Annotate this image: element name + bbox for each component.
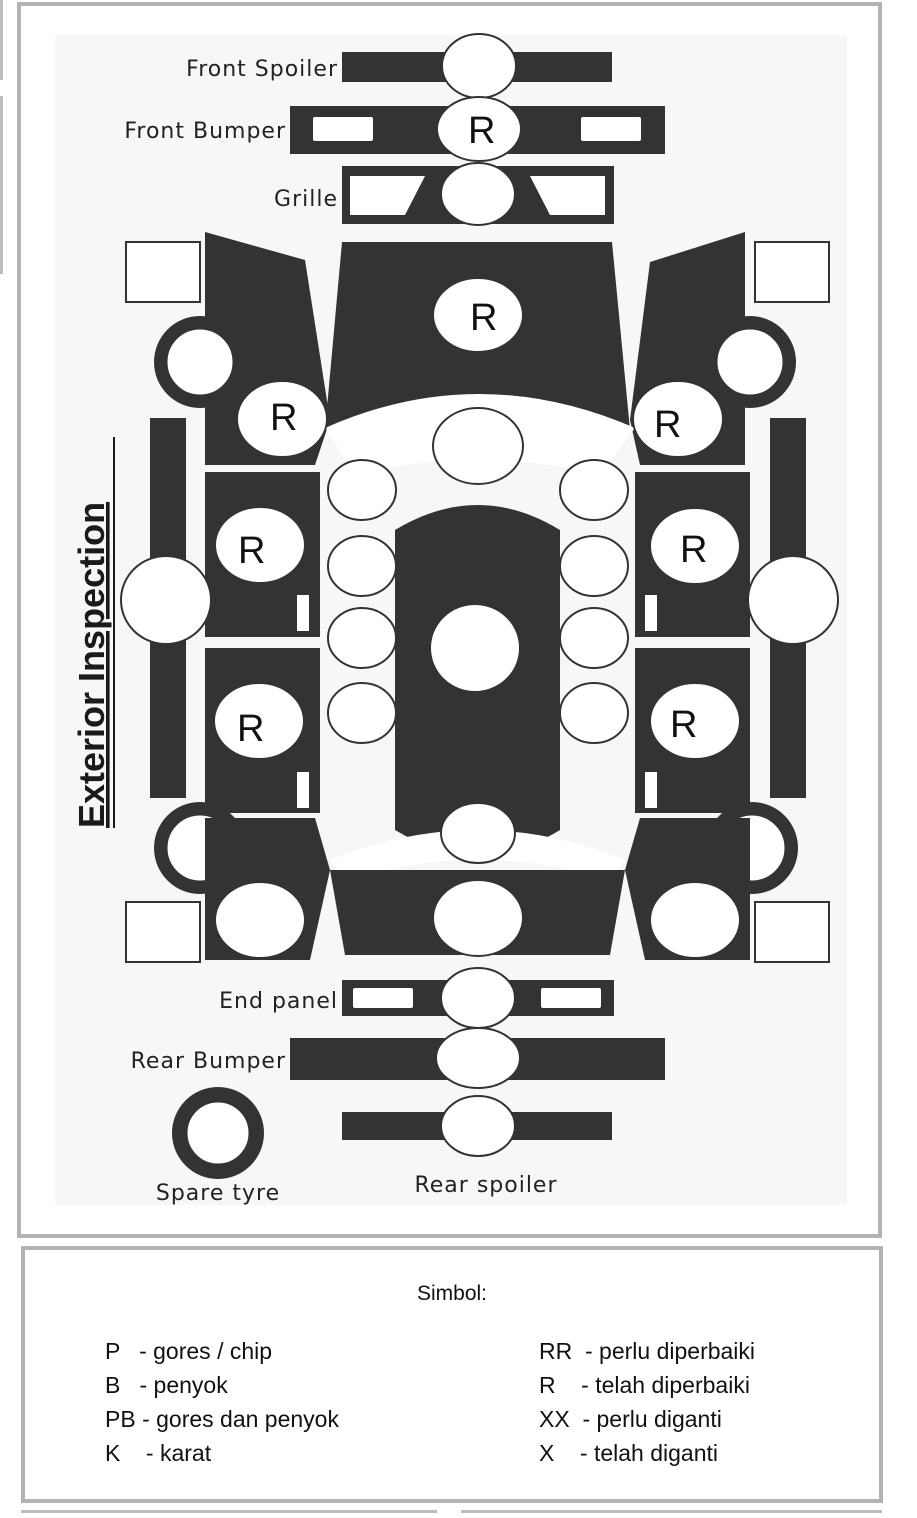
front-spoiler-mark[interactable]: [441, 33, 517, 99]
left-window-mark-3[interactable]: [327, 607, 397, 669]
bottom-right-panel-edge: [461, 1510, 882, 1518]
rear-right-light[interactable]: [754, 901, 830, 963]
legend-item-rr: RR - perlu diperbaiki: [539, 1338, 756, 1364]
right-window-mark-1[interactable]: [559, 459, 629, 521]
right-front-door-mark[interactable]: [649, 507, 741, 585]
left-front-door-mark-label: R: [238, 530, 265, 572]
grille-mark[interactable]: [440, 162, 516, 226]
legend-item-xx: XX - perlu diganti: [539, 1406, 722, 1432]
hood-mark-label: R: [470, 297, 497, 339]
exterior-inspection-title: Exterior Inspection: [71, 502, 112, 828]
left-rear-door-mark[interactable]: [213, 682, 305, 760]
right-window-mark-3[interactable]: [559, 607, 629, 669]
legend-item-k: K - karat: [105, 1440, 212, 1466]
front-bumper-mark[interactable]: [436, 96, 522, 162]
legend-title: Simbol:: [416, 1282, 488, 1305]
spare-tyre-label: Spare tyre: [156, 1181, 280, 1206]
left-edge-frame-lower: [0, 96, 3, 274]
left-front-door-handle: [297, 595, 309, 631]
end-panel-mark[interactable]: [440, 967, 516, 1029]
legend-item-p: P - gores / chip: [105, 1338, 273, 1364]
right-front-door-handle: [645, 595, 657, 631]
right-front-fender-mark[interactable]: [632, 380, 724, 458]
legend-item-b: B - penyok: [105, 1372, 228, 1398]
trunk-mark[interactable]: [432, 879, 524, 957]
front-bumper-mark-label: R: [468, 110, 495, 152]
rear-window-mark[interactable]: [440, 802, 516, 864]
spare-tyre[interactable]: [184, 1099, 252, 1167]
grille-label: Grille: [274, 187, 338, 212]
front-left-light[interactable]: [125, 241, 201, 303]
left-edge-frame: [0, 0, 3, 80]
legend-panel: Simbol: P - gores / chip B - penyok PB -…: [21, 1246, 883, 1503]
car-exterior-diagram: .dk { fill:#333333; } .wh { fill:#ffffff…: [71, 33, 839, 1206]
right-rear-door-mark[interactable]: [649, 682, 741, 760]
rear-left-light[interactable]: [125, 901, 201, 963]
grille-left-opening: [350, 176, 425, 215]
left-window-mark-2[interactable]: [327, 535, 397, 597]
right-front-fender-mark-label: R: [654, 404, 681, 446]
hood-mark[interactable]: [432, 277, 524, 353]
legend-item-r: R - telah diperbaiki: [539, 1372, 750, 1398]
legend-item-x: X - telah diganti: [539, 1440, 718, 1466]
end-panel-left-slot: [351, 986, 415, 1010]
front-right-light[interactable]: [754, 241, 830, 303]
left-front-fender-mark-label: R: [270, 397, 297, 439]
front-bumper-right-slot: [579, 115, 643, 143]
grille-right-opening: [530, 176, 605, 215]
left-front-fender-mark[interactable]: [236, 380, 328, 458]
right-rear-quarter-mark[interactable]: [649, 881, 741, 959]
right-rear-door-mark-label: R: [670, 704, 697, 746]
right-window-mark-2[interactable]: [559, 535, 629, 597]
front-spoiler-label: Front Spoiler: [186, 57, 338, 82]
bottom-left-panel-edge: [21, 1510, 437, 1518]
left-side-mark[interactable]: [120, 555, 212, 645]
left-window-mark-1[interactable]: [327, 459, 397, 521]
roof-mark[interactable]: [429, 603, 521, 693]
left-rear-quarter-mark[interactable]: [214, 881, 306, 959]
left-rear-door-handle: [297, 772, 309, 808]
front-left-wheel[interactable]: [164, 326, 236, 398]
rear-bumper-label: Rear Bumper: [131, 1049, 286, 1074]
rear-spoiler-mark[interactable]: [440, 1095, 516, 1157]
windshield-mark[interactable]: [432, 407, 524, 485]
right-window-mark-4[interactable]: [559, 682, 629, 744]
end-panel-label: End panel: [219, 989, 338, 1014]
legend-item-pb: PB - gores dan penyok: [105, 1406, 339, 1432]
front-bumper-left-slot: [311, 115, 375, 143]
left-rear-door-mark-label: R: [237, 708, 264, 750]
rear-bumper-mark[interactable]: [435, 1027, 521, 1089]
right-rear-door-handle: [645, 772, 657, 808]
front-right-wheel[interactable]: [714, 326, 786, 398]
left-front-door-mark[interactable]: [214, 506, 306, 584]
right-side-mark[interactable]: [747, 555, 839, 645]
right-front-door-mark-label: R: [680, 529, 707, 571]
front-bumper-label: Front Bumper: [124, 119, 286, 144]
rear-spoiler-label: Rear spoiler: [414, 1173, 557, 1198]
left-window-mark-4[interactable]: [327, 682, 397, 744]
end-panel-right-slot: [539, 986, 603, 1010]
